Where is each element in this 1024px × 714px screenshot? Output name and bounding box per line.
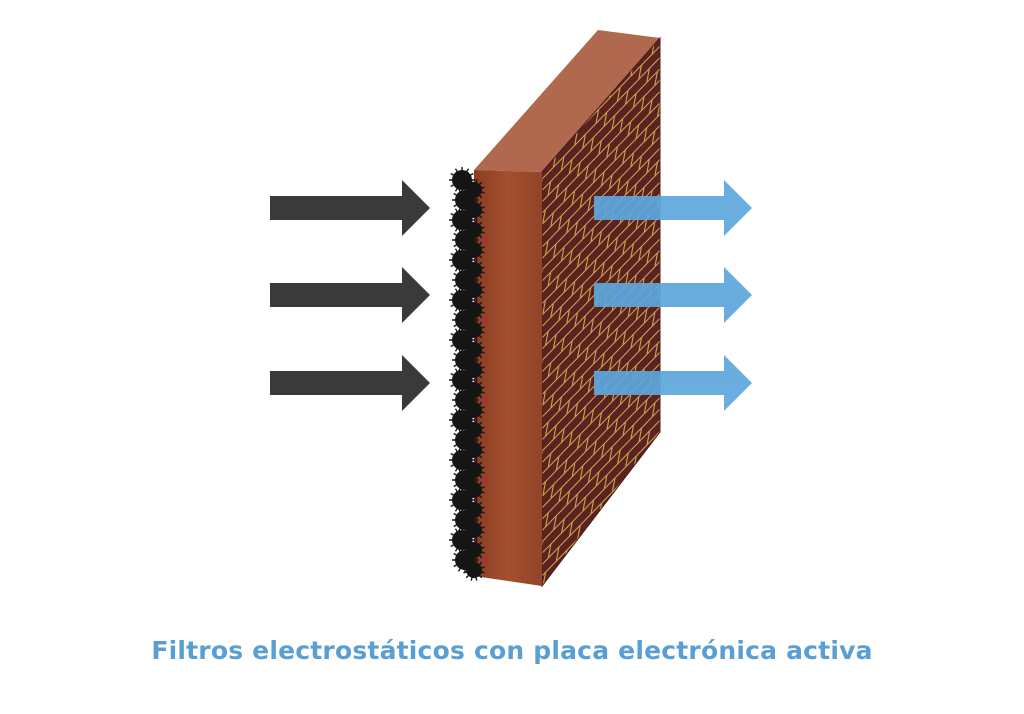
diagram-caption: Filtros electrostáticos con placa electr… bbox=[151, 636, 873, 665]
incoming-arrow-icon-3 bbox=[270, 355, 430, 411]
dust-particle-icon bbox=[463, 559, 485, 581]
filter-panel-mesh-side bbox=[542, 38, 660, 586]
filter-panel bbox=[474, 30, 661, 588]
incoming-air-arrows bbox=[270, 180, 430, 411]
trapped-particles bbox=[449, 167, 485, 581]
outgoing-air-arrows bbox=[594, 180, 752, 411]
dust-particle-icon bbox=[449, 167, 475, 193]
incoming-arrow-icon-2 bbox=[270, 267, 430, 323]
filter-panel-front bbox=[474, 170, 542, 586]
dust-particle-icon bbox=[449, 487, 475, 513]
incoming-arrow-icon-1 bbox=[270, 180, 430, 236]
dust-particle-icon bbox=[449, 367, 475, 393]
outgoing-arrow-icon-3 bbox=[594, 355, 752, 411]
filter-panel-top bbox=[474, 30, 660, 172]
outgoing-arrow-icon-1 bbox=[594, 180, 752, 236]
outgoing-arrow-icon-2 bbox=[594, 267, 752, 323]
dust-particle-icon bbox=[449, 327, 475, 353]
